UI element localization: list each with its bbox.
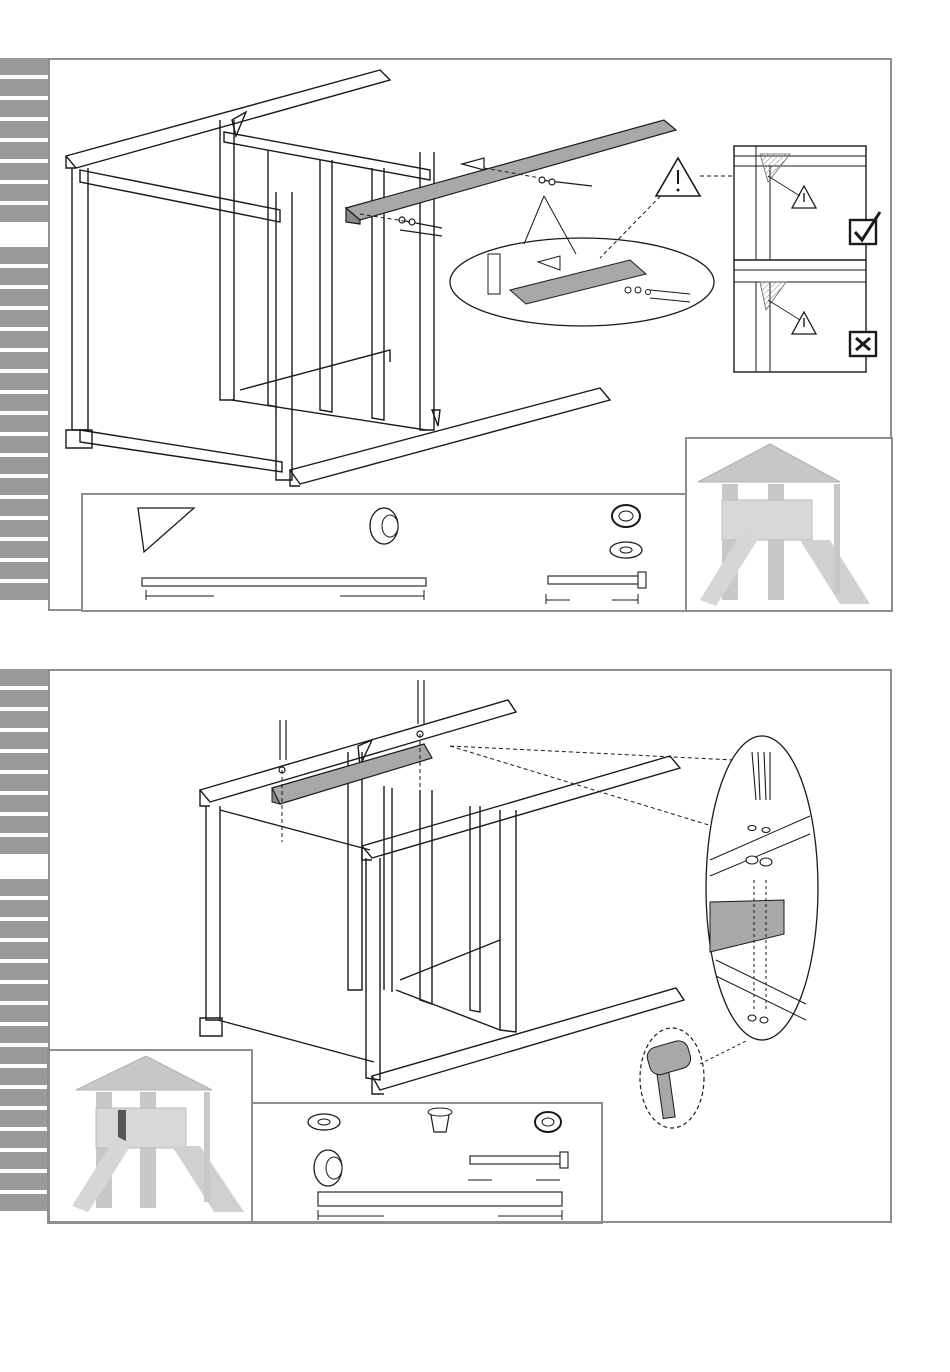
playtower-thumbnail — [686, 438, 892, 611]
step1-detail-ellipse — [450, 176, 714, 326]
spacer-sleeve-icon — [370, 508, 398, 544]
spring-washer-icon — [612, 505, 640, 527]
bracket-orientation-detail — [734, 146, 880, 372]
step1-parts-list — [82, 494, 686, 611]
step1-highlight-beam — [346, 120, 676, 224]
assembly-step-panel-2 — [48, 669, 892, 1223]
flat-washer-icon — [610, 542, 642, 558]
warning-triangle-icon — [656, 158, 734, 196]
checkbox-crossed-icon — [850, 332, 876, 356]
